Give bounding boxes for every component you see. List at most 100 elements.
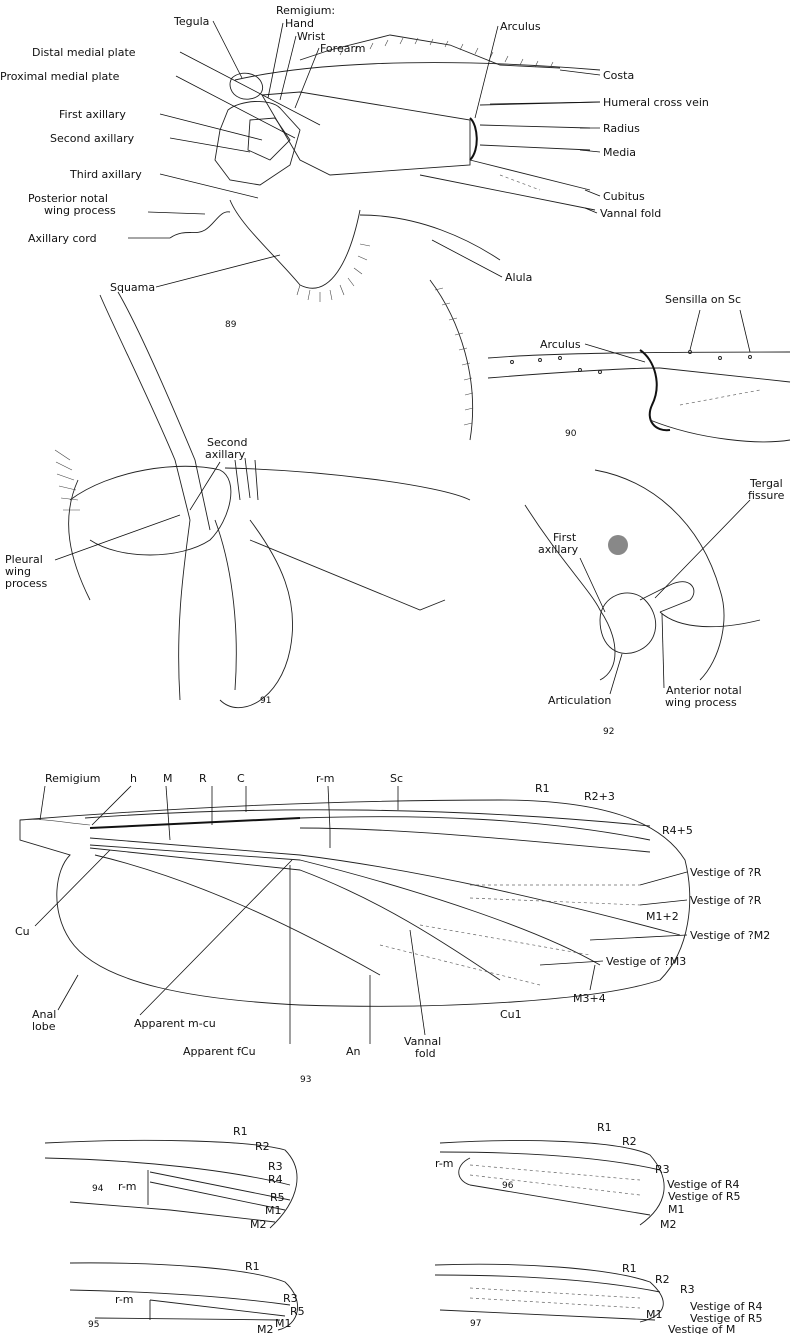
label-96-rm: r-m [435,1157,454,1170]
label-94-R4: R4 [268,1173,283,1186]
first-axillary-92-shape [600,593,656,654]
sc-lower [488,368,660,378]
leader-sensilla-1 [690,310,700,350]
leg-line-2 [118,292,210,530]
leader-rm-93 [328,786,330,830]
label-Sc-93: Sc [390,772,403,785]
thorax-outline [69,480,90,600]
wing-96-outline [440,1141,664,1225]
label-R-93: R [199,772,207,785]
pleural-line [250,540,445,610]
figure-93: Remigium h M R C r-m Sc R1 R2+3 R4+5 Ves… [15,772,770,1085]
vein-94-a [45,1158,290,1185]
label-hand: Hand [285,17,314,30]
label-M12-93: M1+2 [646,910,679,923]
label-articulation: Articulation [548,694,611,707]
label-94-R2: R2 [255,1140,270,1153]
leader-distal-medial-plate [180,52,320,125]
label-95-R3: R3 [283,1292,298,1305]
figure-number-90: 90 [565,429,577,439]
label-96-R2: R2 [622,1135,637,1148]
label-94-M2: M2 [250,1218,267,1231]
label-vestige-R-a-93: Vestige of ?R [690,866,762,879]
label-96-R1: R1 [597,1121,612,1134]
leader-third-axillary [160,174,258,198]
figure-90: Arculus Sensilla on Sc 90 [488,293,790,442]
figure-number-89: 89 [225,320,237,330]
label-proximal-medial-plate: Proximal medial plate [0,70,120,83]
alula-outline [360,215,500,260]
label-M-93: M [163,772,173,785]
figure-number-95: 95 [88,1320,99,1330]
vein-97-a [435,1275,660,1292]
pleuron-mid [215,520,236,690]
cubitus-vein [470,160,590,190]
label-Cu1-93: Cu1 [500,1008,522,1021]
label-95-rm: r-m [115,1293,134,1306]
pleuron-left [179,520,190,700]
label-costa: Costa [603,69,634,82]
label-anal-lobe-2: lobe [32,1020,56,1033]
vestige-R4-97 [470,1288,640,1298]
label-vannal-fold: Vannal fold [600,207,661,220]
squama-outline [230,200,360,288]
vein-An-93 [95,855,380,975]
figure-number-96: 96 [502,1181,514,1191]
vein-96-a [440,1152,660,1170]
vein-R45-93 [300,828,650,852]
label-vannal-2: fold [415,1047,436,1060]
figure-number-91: 91 [260,696,271,706]
wing-base-91 [225,468,470,500]
sensilla-marks [511,351,752,374]
label-alula: Alula [505,271,532,284]
label-third-axillary: Third axillary [69,168,142,181]
figure-96: R1 R2 R3 r-m Vestige of R4 Vestige of R5… [435,1121,741,1231]
vestige-R5-97 [470,1298,640,1308]
label-tegula: Tegula [173,15,209,28]
label-apparent-mcu: Apparent m-cu [134,1017,216,1030]
leader-tergal [655,500,750,598]
notal-process-shape [640,582,694,612]
leader-proximal-medial-plate [176,76,295,138]
vein-90-dash [680,390,760,405]
wing-edge-92 [660,612,760,627]
vein-90-b [660,368,790,382]
label-97-M1: M1 [646,1308,663,1321]
label-96-M2: M2 [660,1218,677,1231]
alula-edge [430,280,473,440]
leader-Cu-93 [35,850,110,926]
figure-97: R1 R2 R3 Vestige of R4 Vestige of R5 M1 … [435,1262,763,1334]
label-R45-93: R4+5 [662,824,693,837]
leader-articulation [610,654,622,694]
label-96-vR5: Vestige of R5 [668,1190,741,1203]
leader-sensilla-2 [740,310,750,352]
label-C-93: C [237,772,245,785]
leader-h-93 [92,786,131,825]
leader-anal-lobe [58,975,78,1010]
wing-94-outline [45,1140,297,1228]
medial-plate-region [262,92,470,175]
label-arculus-90: Arculus [540,338,581,351]
label-first-axillary: First axillary [59,108,126,121]
label-An-93: An [346,1045,361,1058]
label-95-M1: M1 [275,1317,292,1330]
leader-vestige-M3 [540,961,603,965]
label-94-M1: M1 [265,1204,282,1217]
fig92-outline-right [595,470,724,680]
label-94-R3: R3 [268,1160,283,1173]
label-96-R3: R3 [655,1163,670,1176]
label-vestige-M2-93: Vestige of ?M2 [690,929,770,942]
vein-96-m [470,1185,650,1215]
label-tergal-2: fissure [748,489,785,502]
label-97-vM: Vestige of M [668,1323,735,1334]
label-media: Media [603,146,636,159]
label-remigium: Remigium: [276,4,335,17]
label-distal-medial-plate: Distal medial plate [32,46,136,59]
label-forearm: Forearm [320,42,366,55]
label-posterior-notal-2: wing process [44,204,116,217]
figure-91: Second axillary Pleural wing process 91 [5,292,470,708]
vestige-R-b-93 [470,898,640,905]
leader-vestige-M2 [590,935,687,940]
label-94-R5: R5 [270,1191,285,1204]
